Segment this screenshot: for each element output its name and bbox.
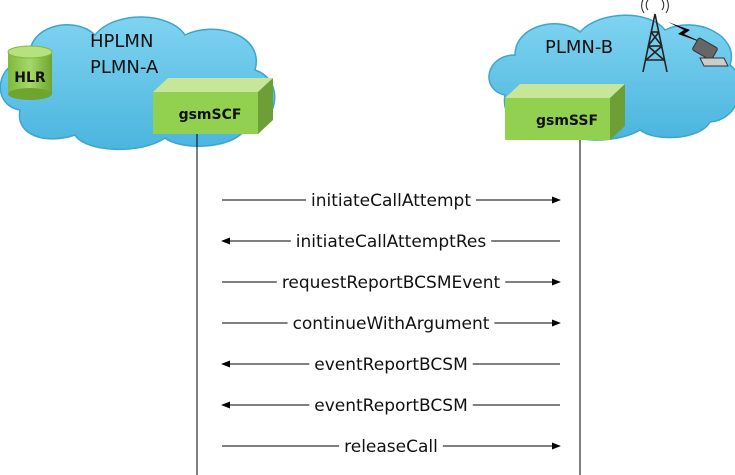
radio-tower-icon — [641, 0, 669, 73]
home-network-label-2: PLMN-A — [90, 57, 159, 78]
mobile-phone-icon — [668, 22, 729, 67]
message-3: requestReportBCSMEvent — [222, 273, 561, 293]
message-label: eventReportBCSM — [314, 355, 467, 375]
message-2: initiateCallAttemptRes — [221, 232, 560, 252]
message-4: continueWithArgument — [222, 314, 561, 334]
gsmssf-label: gsmSSF — [536, 113, 598, 129]
message-5: eventReportBCSM — [221, 355, 560, 375]
home-network-label-1: HPLMN — [90, 31, 153, 52]
visited-network-label: PLMN-B — [545, 37, 613, 58]
gsmscf-node: gsmSCF — [153, 78, 273, 134]
message-label: releaseCall — [344, 437, 438, 457]
hlr-label: HLR — [14, 70, 46, 86]
message-list: initiateCallAttempt initiateCallAttemptRe… — [221, 191, 561, 457]
message-label: initiateCallAttempt — [311, 191, 471, 211]
message-1: initiateCallAttempt — [222, 191, 561, 211]
message-label: continueWithArgument — [293, 314, 490, 334]
message-6: eventReportBCSM — [221, 396, 560, 416]
hlr-node: HLR — [7, 45, 53, 100]
message-7: releaseCall — [222, 437, 561, 457]
message-label: requestReportBCSMEvent — [282, 273, 501, 293]
message-label: eventReportBCSM — [314, 396, 467, 416]
gsmscf-label: gsmSCF — [179, 107, 242, 123]
message-label: initiateCallAttemptRes — [296, 232, 487, 252]
gsmssf-node: gsmSSF — [505, 84, 625, 140]
